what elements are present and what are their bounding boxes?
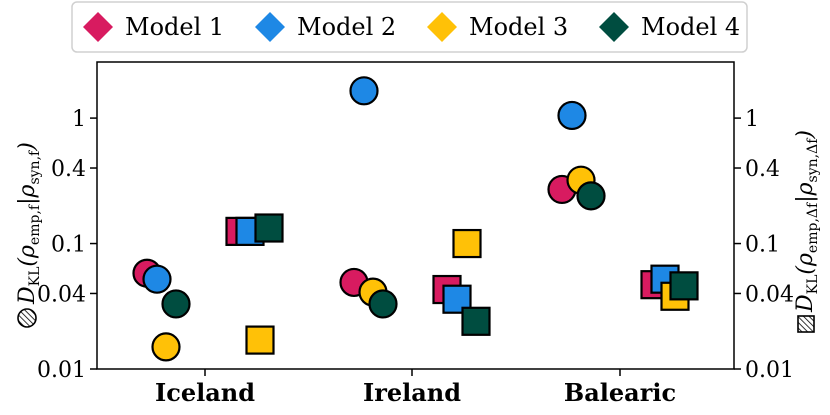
left-axis-label-close: ) — [15, 142, 40, 152]
square-marker-model-4-iceland — [254, 213, 284, 243]
legend-diamond-model-4 — [599, 12, 629, 42]
left-y-tick-label: 0.04 — [37, 282, 86, 307]
right-axis-label-close: ) — [793, 130, 818, 140]
legend-diamond-model-3 — [427, 12, 457, 42]
svg-text:DKL(ρemp,Δf|ρsyn,Δf): DKL(ρemp,Δf|ρsyn,Δf) — [793, 130, 821, 313]
right-axis-label-sub2: emp,Δf — [805, 201, 821, 253]
x-category-label-ireland: Ireland — [363, 378, 461, 407]
legend-label-model-1: Model 1 — [125, 13, 224, 41]
left-y-axis-label: DKL(ρemp,f|ρsyn,f) — [15, 142, 43, 328]
right-y-tick-label: 0.1 — [745, 233, 780, 258]
right-y-axis-label: DKL(ρemp,Δf|ρsyn,Δf) — [793, 130, 821, 333]
circle-marker-model-4-balearic — [576, 181, 606, 211]
square-marker-model-4-ireland — [461, 306, 491, 336]
left-axis-label-sub3: syn,f — [27, 149, 43, 185]
x-category-label-balearic: Balearic — [564, 378, 676, 407]
legend-diamond-model-2 — [255, 12, 285, 42]
square-marker-model-3-ireland — [452, 228, 482, 259]
left-y-tick-label: 1 — [72, 107, 86, 132]
square-marker-model-4-balearic — [669, 271, 699, 301]
legend-label-model-2: Model 2 — [297, 13, 396, 41]
legend: Model 1 Model 2 Model 3 Model 4 — [71, 1, 748, 53]
legend-diamond-model-1 — [83, 12, 113, 42]
square-marker-model-3-iceland — [245, 325, 275, 355]
left-axis-label-sub2: emp,f — [27, 203, 43, 245]
right-y-tick-label: 1 — [745, 107, 759, 132]
left-axis-label-d: D — [15, 286, 40, 305]
legend-label-model-4: Model 4 — [641, 13, 740, 41]
circle-marker-model-3-iceland — [151, 332, 181, 362]
left-axis-label-sub1: KL — [27, 267, 43, 287]
circle-marker-model-2-ireland — [349, 76, 379, 106]
plot-area — [96, 61, 735, 370]
circle-marker-model-2-iceland — [142, 264, 172, 294]
right-axis-label-d: D — [793, 294, 818, 313]
right-axis-label-open: (ρ — [793, 253, 818, 275]
right-axis-label-bar: |ρ — [793, 182, 818, 202]
svg-text:DKL(ρemp,f|ρsyn,f): DKL(ρemp,f|ρsyn,f) — [15, 142, 43, 305]
right-y-tick-label: 0.01 — [745, 358, 794, 383]
circle-marker-model-4-ireland — [368, 289, 398, 319]
right-axis-label-sub1: KL — [805, 275, 821, 295]
right-axis-square-icon — [797, 315, 815, 333]
legend-label-model-3: Model 3 — [469, 13, 568, 41]
x-category-label-iceland: Iceland — [155, 378, 255, 407]
right-y-tick-label: 0.4 — [745, 157, 780, 182]
right-axis-label-sub3: syn,Δf — [805, 137, 821, 183]
left-y-tick-label: 0.01 — [37, 358, 86, 383]
circle-marker-model-4-iceland — [161, 289, 191, 319]
left-axis-circle-icon — [17, 308, 37, 328]
left-axis-label-bar: |ρ — [15, 184, 40, 204]
legend-frame — [71, 1, 748, 53]
left-y-tick-label: 0.1 — [51, 233, 86, 258]
left-y-tick-label: 0.4 — [51, 157, 86, 182]
left-axis-label-open: (ρ — [15, 245, 40, 267]
right-y-tick-label: 0.04 — [745, 282, 794, 307]
circle-marker-model-2-balearic — [557, 100, 587, 131]
